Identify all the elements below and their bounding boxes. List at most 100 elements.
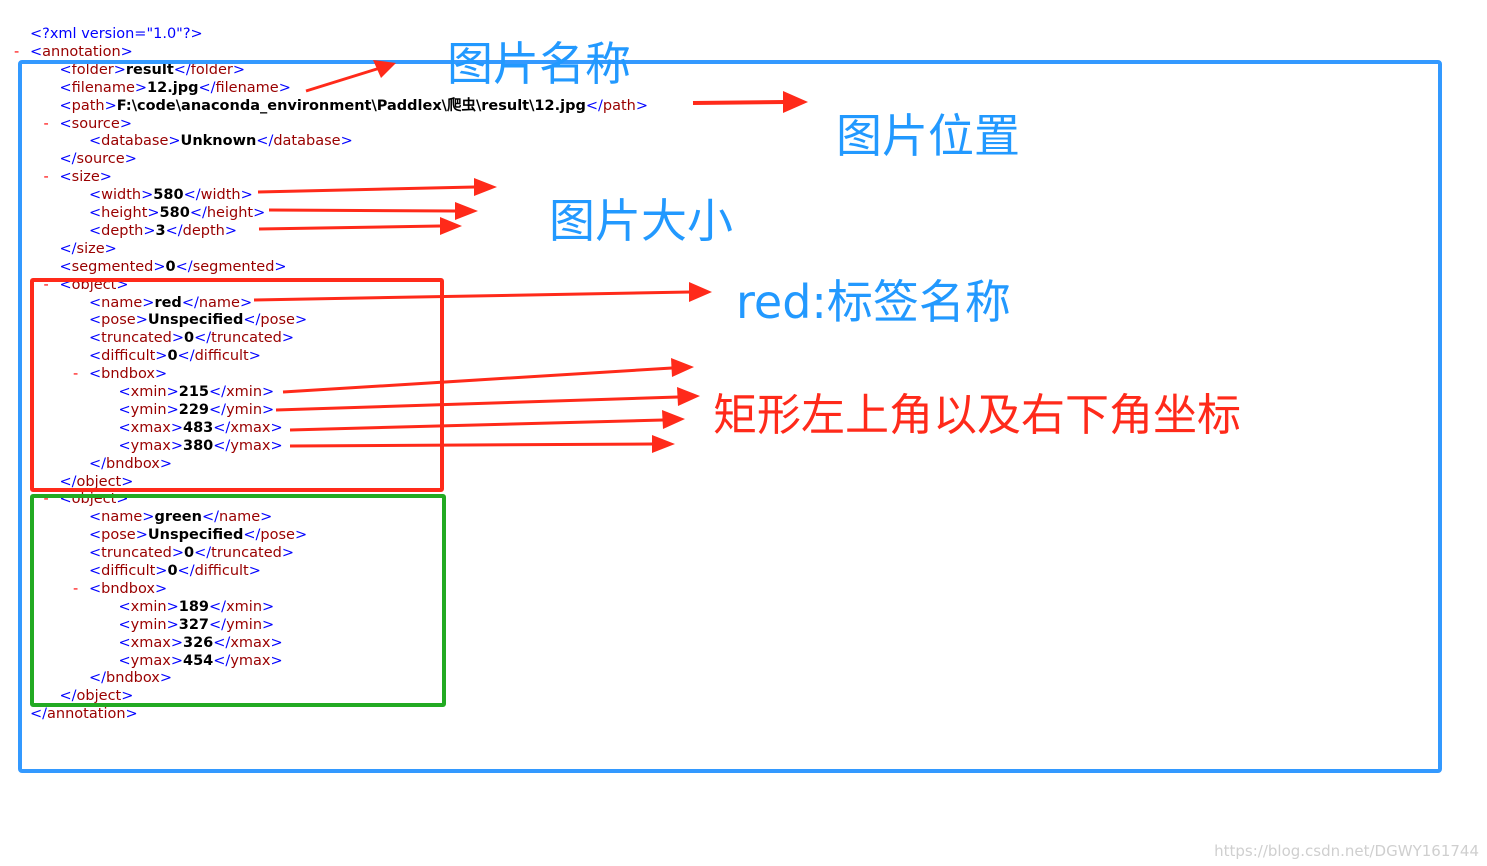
xml-tag-bracket: </ bbox=[177, 563, 195, 579]
xml-tag-bracket: > bbox=[121, 688, 134, 705]
xml-tag-bracket: > bbox=[134, 79, 148, 96]
xml-tag-name: xmin bbox=[130, 598, 167, 615]
annotation-image-name: 图片名称 bbox=[447, 37, 631, 91]
xml-line: <xmax>326</xmax> bbox=[119, 634, 283, 652]
xml-tag-bracket: < bbox=[118, 384, 131, 400]
xml-tag-bracket: </ bbox=[198, 79, 216, 96]
xml-tag-bracket: < bbox=[59, 61, 72, 78]
xml-line: <height>580</height> bbox=[89, 204, 265, 222]
xml-tag-bracket: < bbox=[89, 563, 102, 579]
watermark: https://blog.csdn.net/DGWY161744 bbox=[1214, 842, 1479, 860]
xml-line: <bndbox> bbox=[89, 365, 167, 383]
xml-tag-bracket: > bbox=[281, 545, 295, 562]
xml-tag-name: xmax bbox=[230, 419, 271, 436]
xml-tag-bracket: </ bbox=[213, 437, 231, 454]
xml-tag-bracket: > bbox=[239, 294, 253, 311]
xml-tag-name: height bbox=[101, 205, 148, 221]
xml-tag-bracket: > bbox=[240, 187, 253, 204]
xml-line: <size> bbox=[60, 168, 112, 186]
annotation-label-name: red:标签名称 bbox=[736, 275, 1011, 329]
xml-tag-name: ymin bbox=[130, 401, 167, 418]
xml-tag-name: ymax bbox=[230, 437, 271, 454]
arrow-image-location bbox=[692, 91, 808, 113]
xml-tag-bracket: > bbox=[159, 455, 173, 472]
xml-tag-bracket: </ bbox=[213, 419, 231, 436]
xml-line: <difficult>0</difficult> bbox=[89, 347, 261, 365]
xml-tag-bracket: > bbox=[166, 401, 179, 418]
xml-line: </size> bbox=[60, 240, 117, 258]
xml-value: red bbox=[154, 294, 182, 311]
xml-line: <ymax>454</ymax> bbox=[119, 652, 283, 670]
xml-tag-name: ymax bbox=[130, 652, 171, 669]
annotation-image-location: 图片位置 bbox=[836, 109, 1020, 163]
arrow-height bbox=[268, 202, 478, 220]
xml-tag-bracket: </ bbox=[59, 688, 77, 705]
xml-value: 0 bbox=[184, 545, 195, 562]
xml-line: <bndbox> bbox=[89, 580, 167, 598]
xml-value: 0 bbox=[184, 330, 195, 347]
xml-tag-bracket: > bbox=[294, 527, 308, 544]
xml-tag-bracket: < bbox=[89, 222, 102, 239]
xml-tag-name: depth bbox=[182, 222, 225, 239]
xml-line: <xmin>215</xmin> bbox=[119, 383, 275, 401]
xml-line: </object> bbox=[60, 473, 134, 491]
xml-tag-name: difficult bbox=[194, 348, 249, 365]
xml-line: <segmented>0</segmented> bbox=[60, 258, 287, 276]
xml-tag-bracket: > bbox=[270, 419, 283, 436]
xml-tag-bracket: > bbox=[166, 616, 179, 633]
xml-tag-bracket: < bbox=[59, 79, 72, 96]
arrow-depth bbox=[258, 217, 462, 235]
xml-tag-bracket: > bbox=[99, 169, 112, 186]
outer-annotation-box bbox=[18, 60, 1442, 773]
xml-line: <source> bbox=[60, 115, 132, 133]
collapse-toggle[interactable]: - bbox=[73, 580, 79, 597]
xml-tag-name: size bbox=[71, 169, 100, 186]
xml-tag-bracket: </ bbox=[177, 348, 195, 365]
xml-value: 380 bbox=[183, 437, 214, 454]
xml-tag-name: bndbox bbox=[101, 580, 155, 597]
xml-value: green bbox=[154, 509, 202, 526]
xml-line: </object> bbox=[60, 687, 134, 705]
xml-tag-bracket: > bbox=[142, 509, 155, 526]
xml-tag-bracket: < bbox=[89, 294, 102, 311]
collapse-toggle[interactable]: - bbox=[43, 491, 49, 508]
collapse-toggle[interactable]: - bbox=[73, 366, 79, 383]
xml-tag-bracket: > bbox=[104, 97, 117, 114]
xml-tag-bracket: > bbox=[262, 616, 275, 633]
collapse-toggle[interactable]: - bbox=[43, 169, 49, 186]
xml-tag-bracket: < bbox=[118, 598, 131, 615]
xml-tag-bracket: </ bbox=[59, 473, 77, 490]
xml-tag-name: difficult bbox=[101, 563, 156, 579]
xml-tag-name: name bbox=[219, 509, 261, 526]
xml-tag-name: depth bbox=[101, 222, 144, 239]
xml-tag-name: width bbox=[200, 187, 241, 204]
xml-tag-bracket: > bbox=[119, 115, 132, 132]
xml-tag-name: annotation bbox=[47, 706, 126, 723]
xml-tag-bracket: > bbox=[120, 43, 133, 60]
xml-tag-name: folder bbox=[71, 61, 114, 78]
xml-tag-bracket: > bbox=[124, 151, 137, 168]
xml-tag-name: truncated bbox=[101, 545, 172, 562]
xml-tag-name: annotation bbox=[42, 43, 121, 60]
xml-tag-bracket: > bbox=[262, 598, 275, 615]
xml-value: 0 bbox=[167, 563, 178, 579]
xml-tag-bracket: < bbox=[118, 652, 131, 669]
xml-tag-bracket: < bbox=[89, 580, 102, 597]
xml-tag-name: ymax bbox=[130, 437, 171, 454]
xml-tag-name: pose bbox=[260, 527, 295, 544]
xml-tag-bracket: > bbox=[154, 366, 168, 383]
xml-tag-bracket: </ bbox=[194, 545, 212, 562]
xml-line: <xmin>189</xmin> bbox=[119, 598, 275, 616]
xml-line: <annotation> bbox=[30, 43, 133, 61]
collapse-toggle[interactable]: - bbox=[14, 43, 20, 60]
collapse-toggle[interactable]: - bbox=[43, 276, 49, 293]
xml-tag-bracket: </ bbox=[59, 240, 77, 257]
xml-tag-bracket: > bbox=[274, 258, 287, 275]
xml-tag-bracket: </ bbox=[89, 670, 107, 687]
annotation-image-size: 图片大小 bbox=[549, 194, 733, 248]
xml-tag-name: truncated bbox=[101, 330, 172, 347]
xml-line: <truncated>0</truncated> bbox=[89, 329, 294, 347]
collapse-toggle[interactable]: - bbox=[43, 115, 49, 132]
xml-tag-name: ymin bbox=[226, 616, 263, 633]
xml-tag-bracket: </ bbox=[173, 61, 191, 78]
